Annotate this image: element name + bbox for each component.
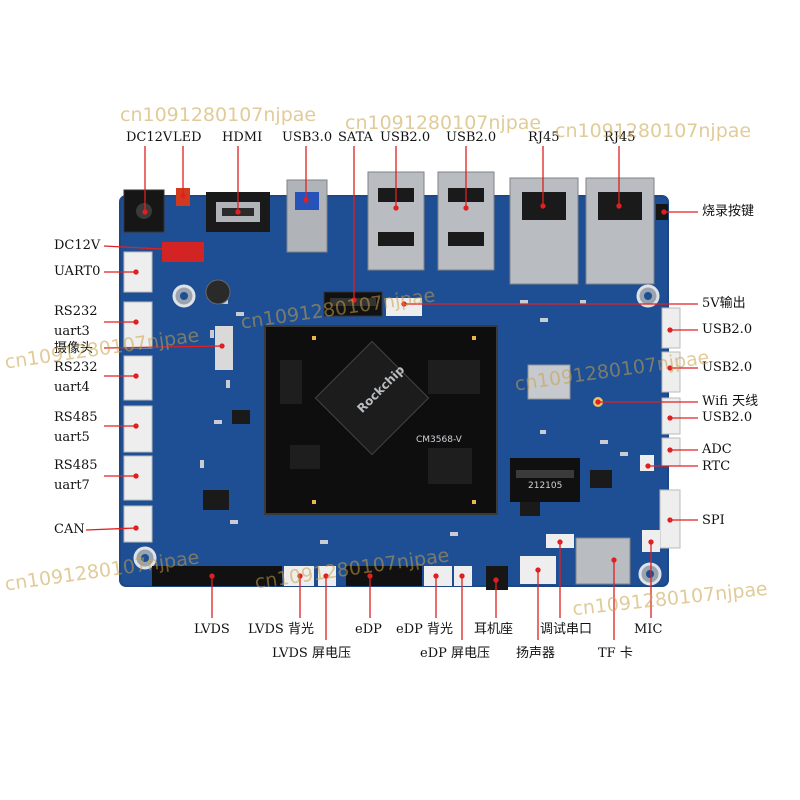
rs485-uart5-connector: [123, 405, 153, 453]
label-sata: SATA: [338, 130, 373, 145]
battery-capacitor: [205, 279, 231, 305]
mounting-hole: [133, 546, 157, 570]
m2-silkscreen: 212105: [528, 481, 562, 491]
tf-card-slot: [575, 537, 631, 585]
m2-slot: [510, 458, 580, 502]
rj45-port: [585, 177, 655, 285]
label-debug-uart: 调试串口: [540, 622, 593, 637]
wifi-module: [527, 364, 571, 400]
label-uart3: uart3: [54, 324, 90, 339]
can-connector: [123, 505, 153, 543]
bottom-connectors: [152, 530, 660, 590]
label-mic: MIC: [634, 622, 663, 637]
label-usb20-top-2: USB2.0: [446, 130, 497, 145]
label-tf-card: TF 卡: [598, 646, 633, 661]
core-module: Rockchip CM3568-V: [264, 325, 498, 515]
emmc-chip: [428, 448, 472, 484]
label-speaker: 扬声器: [516, 646, 556, 661]
label-edp: eDP: [355, 622, 382, 637]
label-rj45-2: RJ45: [604, 130, 636, 145]
ic-chip: [520, 500, 540, 516]
label-wifi-antenna: Wifi 天线: [702, 394, 759, 409]
right-connectors: [659, 307, 681, 549]
label-edp-backlight: eDP 背光: [396, 622, 453, 637]
label-lvds-voltage: LVDS 屏电压: [272, 646, 351, 661]
callout-lines: [85, 146, 698, 640]
5v-output-connector: [386, 298, 422, 316]
label-rs232-a: RS232: [54, 304, 98, 319]
label-usb30: USB3.0: [282, 130, 333, 145]
label-uart5: uart5: [54, 430, 90, 445]
ram-chip: [280, 360, 302, 404]
mounting-hole: [172, 284, 196, 308]
mounting-hole: [636, 284, 660, 308]
label-uart4: uart4: [54, 380, 90, 395]
rs232-uart4-connector: [123, 355, 153, 401]
label-rs485-a: RS485: [54, 410, 98, 425]
ic-chip: [590, 470, 612, 488]
camera-connector: [215, 326, 233, 370]
label-can: CAN: [54, 522, 85, 537]
pmic-chip: [290, 445, 320, 469]
sata-connector: [323, 291, 383, 317]
ic-chip: [232, 410, 250, 424]
ram-chip: [428, 360, 480, 394]
label-5v-output: 5V输出: [702, 296, 746, 311]
label-dc12v-top: DC12V: [126, 130, 173, 145]
label-rj45-1: RJ45: [528, 130, 560, 145]
label-uart7: uart7: [54, 478, 90, 493]
label-burn-key: 烧录按键: [702, 204, 755, 219]
label-camera: 摄像头: [54, 341, 94, 356]
label-usb20-right-3: USB2.0: [702, 410, 753, 425]
label-headphone: 耳机座: [474, 622, 514, 637]
label-led: LED: [173, 130, 202, 145]
label-rs232-b: RS232: [54, 360, 98, 375]
label-rs485-b: RS485: [54, 458, 98, 473]
label-spi: SPI: [702, 513, 725, 528]
label-hdmi: HDMI: [222, 130, 263, 145]
label-dc12v-left: DC12V: [54, 238, 101, 253]
dc12v-terminal: [162, 242, 204, 262]
edp-header: [346, 566, 422, 586]
ic-chip: [203, 490, 229, 510]
label-usb20-right-2: USB2.0: [702, 360, 753, 375]
label-rtc: RTC: [702, 459, 731, 474]
mounting-hole: [638, 562, 662, 586]
label-usb20-top-1: USB2.0: [380, 130, 431, 145]
rtc-battery: [640, 455, 654, 471]
label-uart0: UART0: [54, 264, 101, 279]
module-pads: [312, 336, 476, 504]
label-usb20-right-1: USB2.0: [702, 322, 753, 337]
label-lvds-backlight: LVDS 背光: [248, 622, 314, 637]
rs232-uart3-connector: [123, 301, 153, 349]
rs485-uart7-connector: [123, 455, 153, 501]
label-edp-voltage: eDP 屏电压: [420, 646, 490, 661]
label-adc: ADC: [702, 442, 732, 457]
lvds-header: [152, 566, 282, 586]
module-silkscreen: CM3568-V: [416, 435, 463, 445]
usb2-header-2: [661, 351, 681, 393]
left-connectors: [123, 251, 153, 543]
rj45-port: [509, 177, 579, 285]
label-lvds: LVDS: [194, 622, 230, 637]
usb3-port: [286, 179, 328, 253]
